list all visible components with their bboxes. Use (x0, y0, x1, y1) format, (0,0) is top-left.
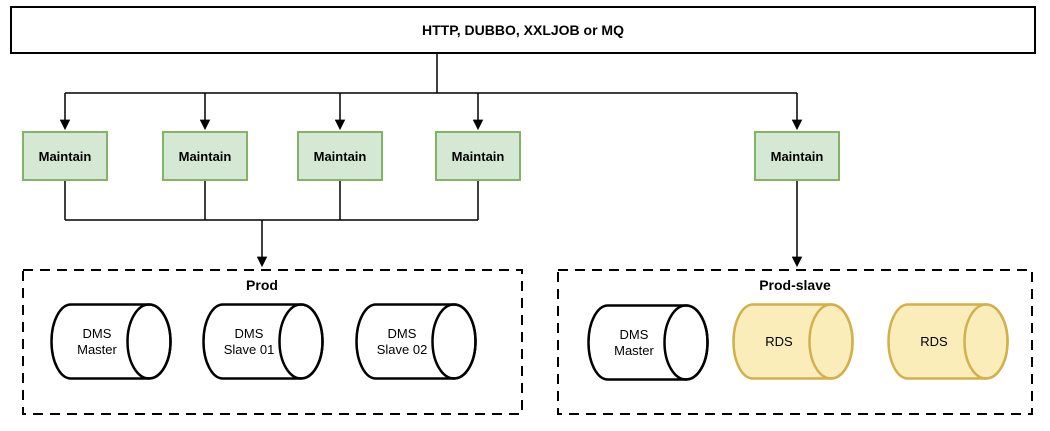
prod-slave-group: Prod-slave (557, 269, 1033, 415)
cylinder-label: RDS (889, 303, 979, 380)
cylinder-label-line1: RDS (765, 333, 793, 349)
prod-group-label: Prod (246, 277, 278, 293)
cylinder-label-line2: Slave 02 (376, 341, 428, 357)
maintain-box-1: Maintain (22, 131, 108, 181)
entry-protocols-box: HTTP, DUBBO, XXLJOB or MQ (10, 6, 1036, 54)
cylinder-rds-1: RDS (732, 303, 854, 380)
cylinder-label-line2: Master (614, 342, 654, 358)
cylinder-label-line1: DMS (234, 325, 264, 341)
prod-slave-group-label: Prod-slave (759, 277, 831, 293)
cylinder-label-line2: Master (77, 341, 117, 357)
cylinder-label: DMS Slave 02 (357, 303, 447, 380)
maintain-box-4-label: Maintain (451, 148, 505, 164)
cylinder-dms-slave-02: DMS Slave 02 (355, 303, 477, 380)
database-cylinder-icon (202, 303, 324, 380)
maintain-box-1-label: Maintain (38, 148, 92, 164)
cylinder-dms-slave-01: DMS Slave 01 (202, 303, 324, 380)
cylinder-label-line1: DMS (82, 325, 112, 341)
maintain-box-2-label: Maintain (178, 148, 232, 164)
cylinder-label-line1: RDS (920, 333, 948, 349)
maintain-box-3: Maintain (297, 131, 383, 181)
maintain-box-4: Maintain (435, 131, 521, 181)
maintain-box-2: Maintain (162, 131, 248, 181)
maintain-box-3-label: Maintain (313, 148, 367, 164)
maintain-box-5-label: Maintain (770, 148, 824, 164)
cylinder-label: DMS Master (52, 303, 142, 380)
cylinder-dms-master-prod-slave: DMS Master (587, 304, 709, 381)
database-cylinder-icon (50, 303, 172, 380)
cylinder-label-line1: DMS (619, 326, 649, 342)
prod-group: Prod (22, 269, 523, 415)
entry-protocols-label: HTTP, DUBBO, XXLJOB or MQ (422, 22, 624, 38)
database-cylinder-icon (732, 303, 854, 380)
cylinder-label: DMS Slave 01 (204, 303, 294, 380)
database-cylinder-icon (887, 303, 1009, 380)
cylinder-label-line1: DMS (387, 325, 417, 341)
database-cylinder-icon (355, 303, 477, 380)
cylinder-label-line2: Slave 01 (223, 341, 275, 357)
cylinder-rds-2: RDS (887, 303, 1009, 380)
database-cylinder-icon (587, 304, 709, 381)
cylinder-label: RDS (734, 303, 824, 380)
maintain-box-5: Maintain (754, 131, 840, 181)
cylinder-dms-master-prod: DMS Master (50, 303, 172, 380)
cylinder-label: DMS Master (589, 304, 679, 381)
